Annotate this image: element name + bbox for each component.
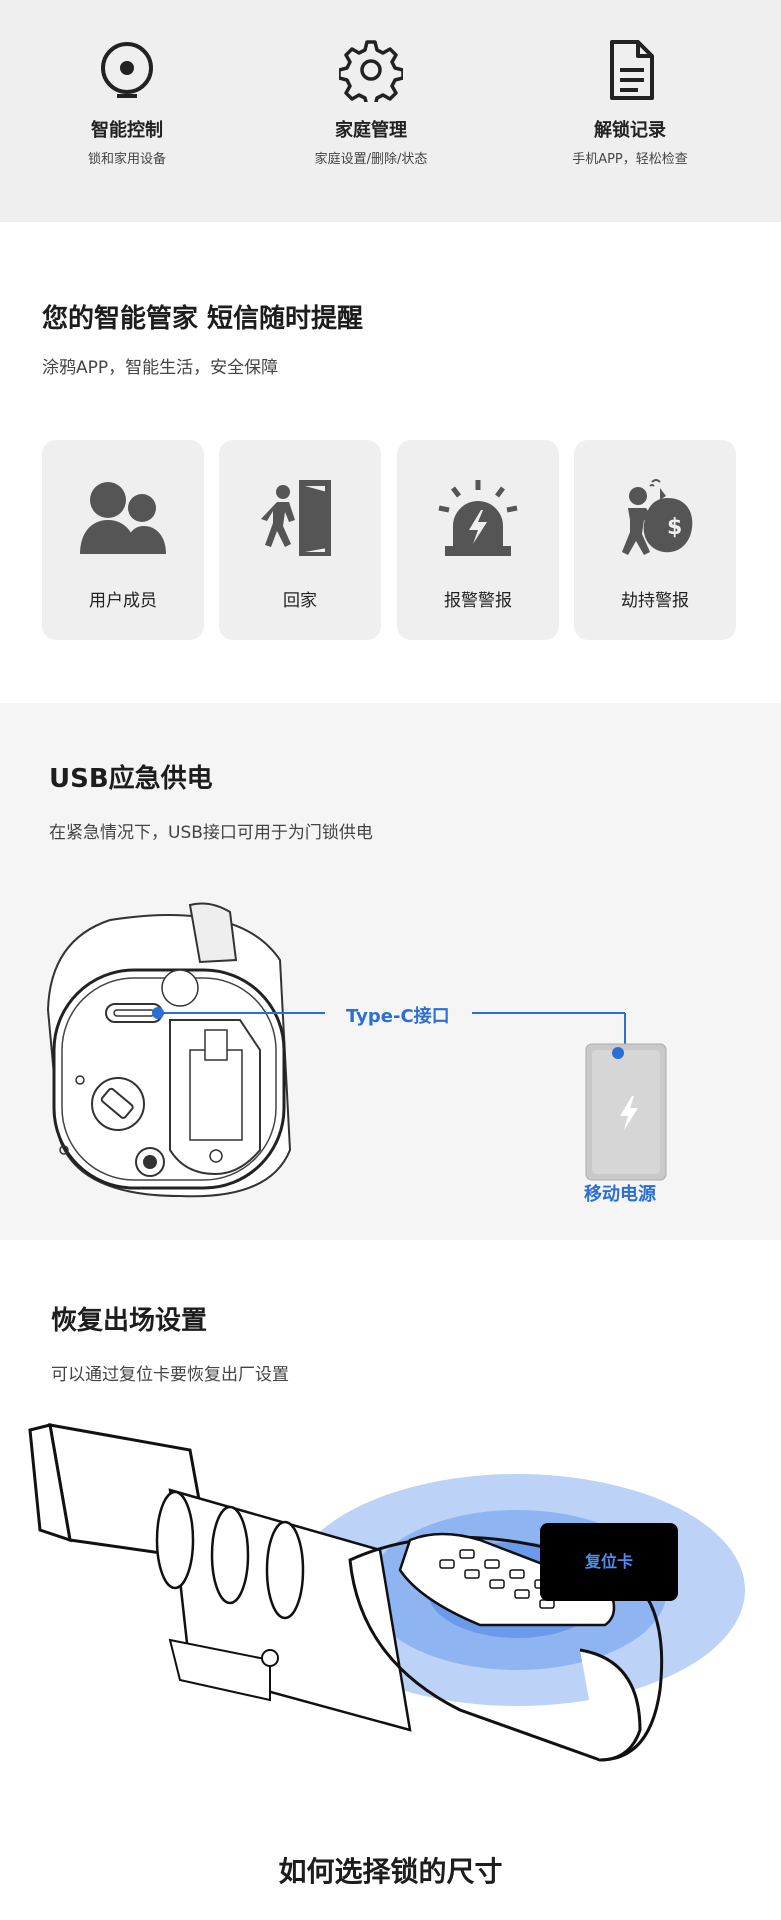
features-band xyxy=(0,0,781,222)
gear-icon xyxy=(339,40,403,102)
feature-smart-control: 智能控制 锁和家用设备 xyxy=(2,38,252,167)
usb-subtitle: 在紧急情况下，USB接口可用于为门锁供电 xyxy=(49,823,373,843)
feature-subtitle: 家庭设置/删除/状态 xyxy=(314,152,428,167)
person-door-icon xyxy=(261,480,331,556)
card-home: 回家 xyxy=(219,440,381,640)
feature-title: 智能控制 xyxy=(91,120,163,141)
card-label: 劫持警报 xyxy=(621,591,689,611)
card-hijack: $ 劫持警报 xyxy=(574,440,736,640)
feature-home-management: 家庭管理 家庭设置/删除/状态 xyxy=(246,38,496,167)
svg-text:$: $ xyxy=(667,515,682,540)
lock-usb-illustration xyxy=(46,902,667,1198)
camera-icon xyxy=(101,42,153,98)
card-label: 用户成员 xyxy=(89,591,157,611)
alarm-light-icon xyxy=(438,480,518,556)
reset-title: 恢复出场设置 xyxy=(51,1306,208,1336)
reset-subtitle: 可以通过复位卡要恢复出厂设置 xyxy=(51,1365,289,1385)
notify-subtitle: 涂鸦APP，智能生活，安全保障 xyxy=(42,358,279,378)
feature-title: 解锁记录 xyxy=(594,120,666,141)
size-guide-title: 如何选择锁的尺寸 xyxy=(278,1855,503,1888)
type-c-port-label: Type-C接口 xyxy=(346,1006,450,1027)
reset-card: 复位卡 xyxy=(540,1523,678,1601)
card-label: 报警警报 xyxy=(444,591,512,611)
card-label: 回家 xyxy=(283,591,317,611)
notify-title: 您的智能管家 短信随时提醒 xyxy=(42,304,364,334)
lock-cylinder-illustration xyxy=(28,1423,745,1762)
users-icon xyxy=(80,482,166,554)
power-bank-label: 移动电源 xyxy=(584,1184,656,1205)
feature-title: 家庭管理 xyxy=(335,120,407,141)
feature-subtitle: 锁和家用设备 xyxy=(87,152,166,167)
feature-subtitle: 手机APP，轻松检查 xyxy=(572,152,688,167)
document-icon xyxy=(610,40,654,100)
card-alarm: 报警警报 xyxy=(397,440,559,640)
robber-icon: $ xyxy=(622,479,693,555)
card-users: 用户成员 xyxy=(42,440,204,640)
feature-unlock-records: 解锁记录 手机APP，轻松检查 xyxy=(505,38,755,167)
usb-title: USB应急供电 xyxy=(49,764,213,794)
